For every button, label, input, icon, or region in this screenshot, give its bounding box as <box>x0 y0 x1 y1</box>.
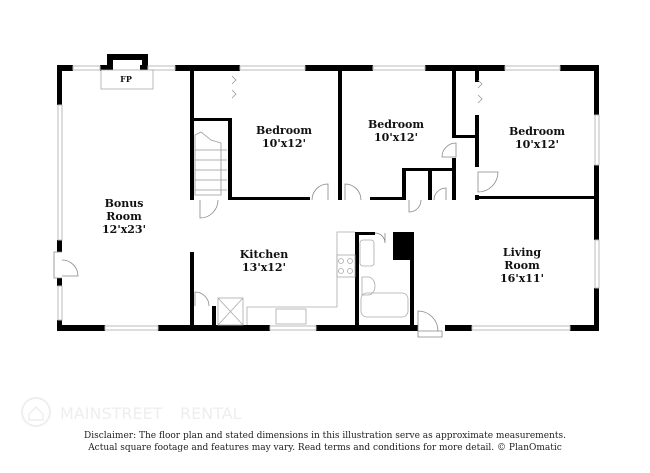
stair-door <box>199 199 219 219</box>
disclaimer: Disclaimer: The floor plan and stated di… <box>0 430 650 454</box>
chimney-block <box>393 232 413 260</box>
disclaimer-line-1: Disclaimer: The floor plan and stated di… <box>84 431 566 441</box>
living-room-name: Room <box>504 259 540 272</box>
watermark-line-2: RENTAL <box>180 404 242 423</box>
fireplace: FP <box>100 69 154 90</box>
bonus-room-size: 12'x23' <box>102 223 146 236</box>
bonus-room-name: Room <box>106 210 142 223</box>
bedroom-2-door <box>344 183 362 201</box>
bedroom-3-name: Bedroom <box>509 125 565 138</box>
bathroom-fixtures <box>359 239 409 318</box>
room-labels: Bonus Room 12'x23' Kitchen 13'x12' Bedro… <box>102 118 565 285</box>
bedroom-1-door <box>311 183 329 201</box>
doors <box>53 75 499 338</box>
bonus-room-name: Bonus <box>105 197 144 210</box>
mainstreet-watermark-logo: MAINSTREET RENTAL <box>21 397 242 427</box>
watermark-line-1: MAINSTREET <box>60 404 163 423</box>
stairs <box>194 131 227 196</box>
bedroom-1-name: Bedroom <box>256 124 312 137</box>
interior-walls <box>190 70 594 326</box>
kitchen-name: Kitchen <box>240 248 289 261</box>
kitchen-fixtures <box>217 231 356 326</box>
exterior-walls <box>57 54 599 331</box>
windows <box>57 65 600 331</box>
living-room-size: 16'x11' <box>500 272 544 285</box>
living-room-name: Living <box>503 246 541 259</box>
fireplace-label: FP <box>120 74 132 84</box>
kitchen-size: 13'x12' <box>242 261 286 274</box>
bedroom-1-size: 10'x12' <box>262 137 306 150</box>
bedroom-2-size: 10'x12' <box>374 131 418 144</box>
bedroom-2-name: Bedroom <box>368 118 424 131</box>
disclaimer-line-2: Actual square footage and features may v… <box>88 443 562 453</box>
bedroom-3-size: 10'x12' <box>515 138 559 151</box>
